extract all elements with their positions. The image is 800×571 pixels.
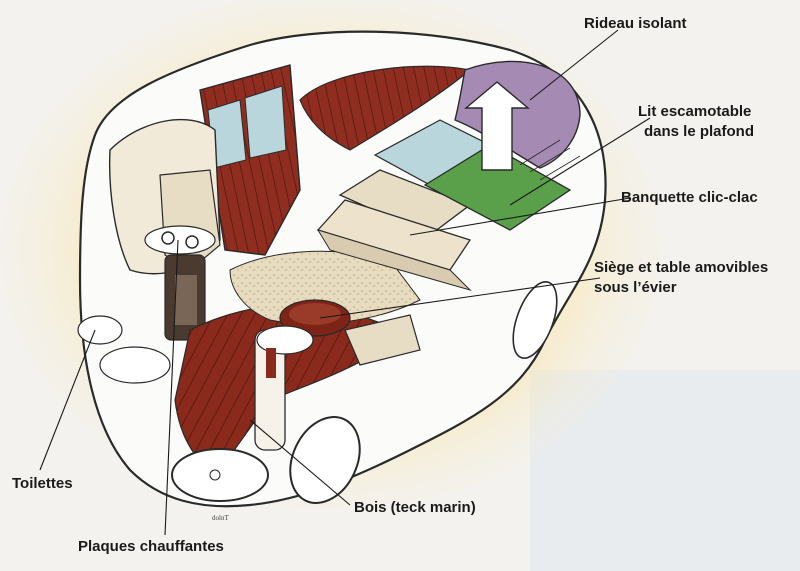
bed-hatching <box>519 139 581 181</box>
artist-signature: dolnT <box>212 514 229 522</box>
leader-plaques <box>164 239 179 536</box>
leader-rideau <box>529 29 619 101</box>
mattress-green <box>423 144 572 231</box>
leader-banquette <box>409 197 631 236</box>
wheel-hub <box>209 469 221 481</box>
wheel-front-left <box>289 416 361 504</box>
hotplate-left <box>161 231 175 245</box>
leader-lines <box>39 29 651 536</box>
leader-bois <box>249 419 351 506</box>
sink-wood-panel <box>266 348 276 378</box>
label-bois: Bois (teck marin) <box>354 499 476 516</box>
label-rideau: Rideau isolant <box>584 15 687 32</box>
hotplate-right <box>185 235 199 249</box>
insulating-curtain <box>454 60 581 169</box>
front-seat <box>344 314 421 366</box>
bench-frame <box>316 229 472 292</box>
ceiling-wood <box>299 65 472 151</box>
hob-top <box>144 225 216 255</box>
leader-siege <box>319 277 601 319</box>
fridge-panel <box>175 275 197 325</box>
label-lit-line1: Lit escamotable <box>638 103 752 120</box>
up-arrow-icon <box>464 81 530 171</box>
label-toilettes: Toilettes <box>12 475 73 492</box>
sink-basin <box>256 325 314 355</box>
label-banquette: Banquette clic-clac <box>621 189 758 206</box>
toilet-bowl <box>77 315 123 345</box>
label-plaques: Plaques chauffantes <box>78 538 224 555</box>
leader-lit <box>509 117 651 206</box>
label-siege-line1: Siège et table amovibles <box>594 259 769 276</box>
label-lit-line2: dans le plafond <box>644 123 755 140</box>
label-siege-line2: sous l’évier <box>594 279 677 296</box>
shower-tray <box>99 346 171 384</box>
wheel-front-right <box>512 281 558 359</box>
leader-toilettes <box>39 329 96 471</box>
floor-carpet <box>229 250 421 325</box>
rear-window-right <box>244 85 287 159</box>
table-top <box>289 303 341 325</box>
